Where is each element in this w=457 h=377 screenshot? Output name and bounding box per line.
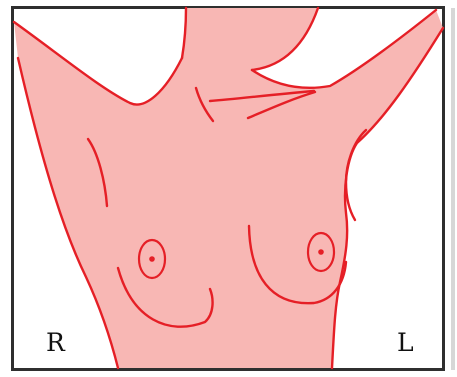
right-nipple (318, 249, 324, 255)
left-nipple (149, 256, 155, 262)
right-side-label: R (46, 330, 65, 355)
left-side-label: L (397, 330, 414, 355)
torso-fill (14, 8, 443, 368)
